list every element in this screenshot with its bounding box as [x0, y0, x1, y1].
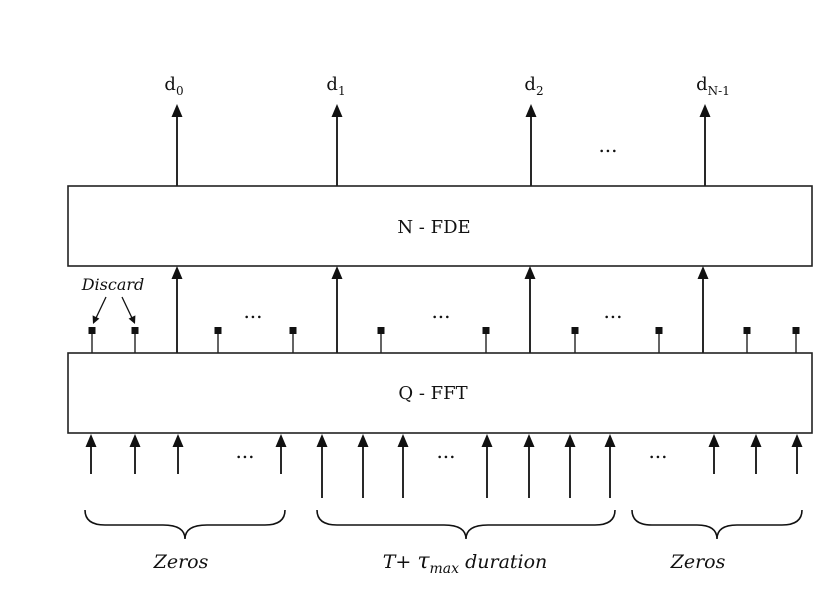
input-ellipsis-3: ...: [648, 439, 667, 463]
discard-ellipsis-3: ...: [603, 299, 622, 323]
discard-pointers: [92, 296, 136, 324]
duration-label: T+ τmax duration: [383, 549, 548, 577]
brace-middle: [316, 509, 616, 540]
output-label-dn1: dN-1: [696, 74, 730, 98]
brace-left: [84, 509, 286, 540]
discard-label: Discard: [81, 275, 145, 294]
input-ellipsis-1: ...: [235, 439, 254, 463]
input-arrows-signal: [316, 434, 616, 498]
input-arrows-zeros-left: [85, 434, 287, 474]
discard-ellipsis-1: ...: [243, 299, 262, 323]
input-ellipsis-2: ...: [436, 439, 455, 463]
brace-right: [631, 509, 803, 540]
fft-block: [67, 352, 813, 434]
output-label-d0: d0: [164, 74, 183, 98]
fft-to-fde-arrows: [171, 266, 709, 353]
fft-label: Q - FFT: [398, 383, 467, 404]
fde-block: [67, 185, 813, 267]
zeros-left-label: Zeros: [153, 551, 209, 573]
output-label-d2: d2: [524, 74, 543, 98]
output-label-d1: d1: [326, 74, 345, 98]
discard-stubs: [88, 327, 800, 353]
output-arrows: [171, 104, 711, 186]
fde-label: N - FDE: [397, 217, 470, 238]
discard-ellipsis-2: ...: [431, 299, 450, 323]
zeros-right-label: Zeros: [670, 551, 726, 573]
output-ellipsis: ...: [598, 133, 617, 157]
input-arrows-zeros-right: [708, 434, 803, 474]
